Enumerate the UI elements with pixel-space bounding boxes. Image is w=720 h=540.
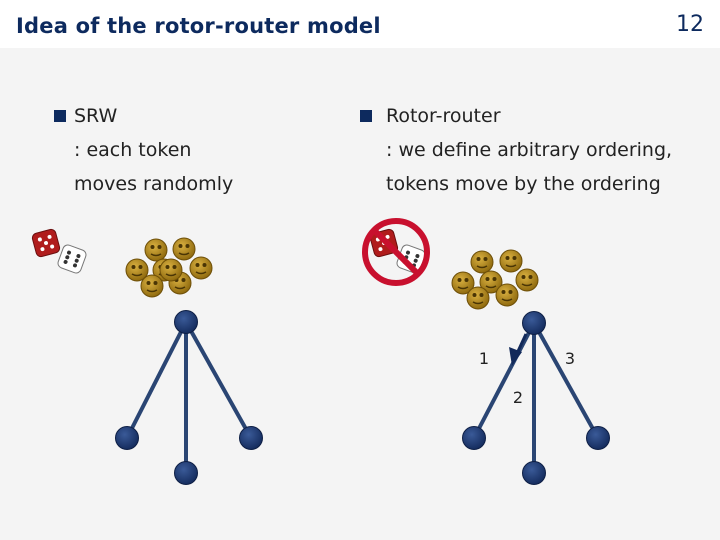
graph-node-leaf xyxy=(522,461,546,485)
graph-node-root xyxy=(522,311,546,335)
token-icon xyxy=(144,238,168,262)
slide-header: Idea of the rotor-router model 12 xyxy=(0,0,720,48)
token-icon xyxy=(172,237,196,261)
graph-right xyxy=(462,311,610,485)
slide-title: Idea of the rotor-router model xyxy=(16,14,381,38)
token-icon xyxy=(466,286,490,310)
graph-node-leaf xyxy=(174,461,198,485)
graph-node-leaf xyxy=(239,426,263,450)
rotor-pointer-icon xyxy=(509,347,522,366)
token-icon xyxy=(140,274,164,298)
graph-node-leaf xyxy=(115,426,139,450)
srw-heading: SRW xyxy=(74,105,118,127)
rotor-heading: Rotor-router xyxy=(386,105,501,127)
graph-node-leaf xyxy=(586,426,610,450)
srw-line-3: moves randomly xyxy=(74,173,234,195)
prohibited-icon xyxy=(362,218,430,286)
srw-line-2: : each token xyxy=(74,139,192,161)
rotor-label-1: 1 xyxy=(479,349,489,368)
graph-node-leaf xyxy=(462,426,486,450)
token-icon xyxy=(470,250,494,274)
token-icon xyxy=(499,249,523,273)
rotor-line-3: tokens move by the ordering xyxy=(386,173,661,195)
bullet-marker-srw xyxy=(54,110,66,122)
token-icon xyxy=(495,283,519,307)
rotor-line-2: : we define arbitrary ordering, xyxy=(386,139,673,161)
dice-icon xyxy=(31,228,87,274)
graph-node-root xyxy=(174,310,198,334)
graph-left xyxy=(115,310,263,485)
bullet-marker-rotor xyxy=(360,110,372,122)
token-icon xyxy=(159,258,183,282)
page-number: 12 xyxy=(676,12,704,37)
rotor-label-2: 2 xyxy=(513,388,523,407)
token-icon xyxy=(515,268,539,292)
token-cluster-left xyxy=(125,237,213,298)
rotor-label-3: 3 xyxy=(565,349,575,368)
token-cluster-right xyxy=(451,249,539,310)
token-icon xyxy=(189,256,213,280)
